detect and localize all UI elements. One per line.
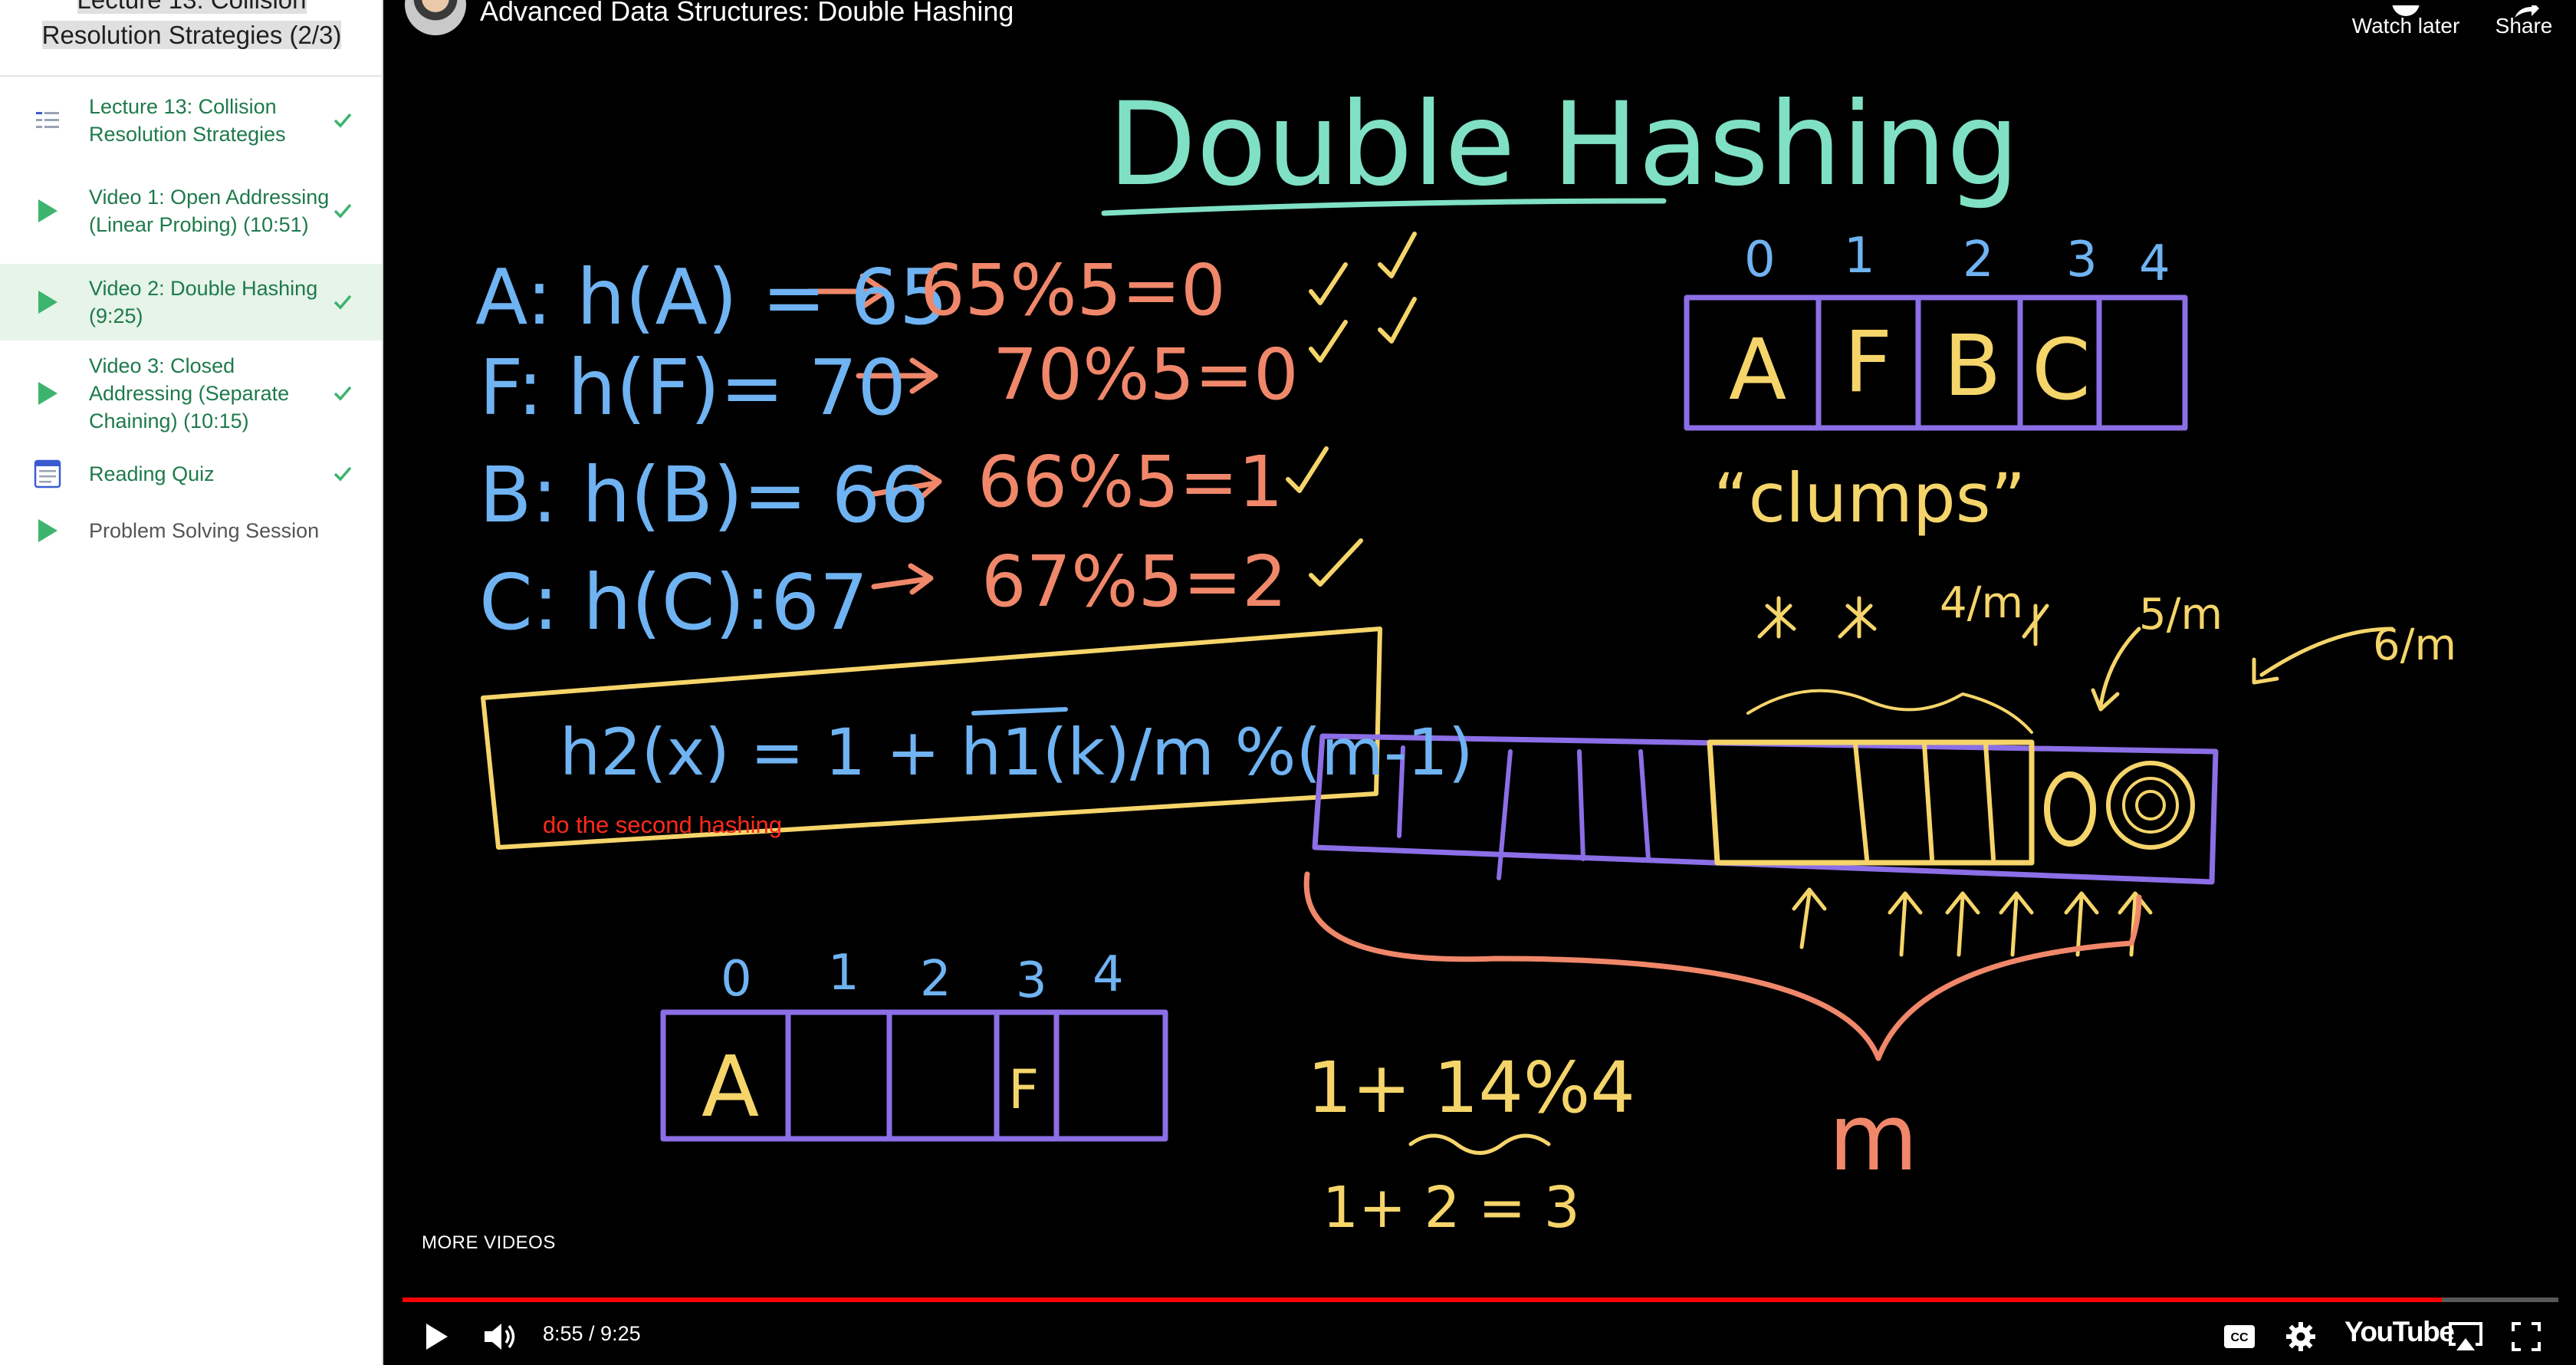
bottom-table-index-0: 0: [721, 951, 752, 1008]
top-table-index-4: 4: [2139, 235, 2170, 292]
sidebar-item-lecture-reading[interactable]: Lecture 13: Collision Resolution Strateg…: [0, 86, 382, 155]
play-icon: [32, 196, 63, 226]
checkmark-icon: [330, 198, 356, 224]
sidebar-item-label: Lecture 13: Collision Resolution Strateg…: [89, 95, 286, 146]
whiteboard-line-b-right: 66%5=1: [978, 441, 1283, 523]
hash-formula: h2(x) = 1 + h1(k)/m %(m-1): [560, 715, 1474, 790]
youtube-logo[interactable]: YouTube: [2344, 1316, 2455, 1347]
checkmark-icon: [330, 107, 356, 133]
airplay-icon: [2449, 1322, 2482, 1350]
bottom-table-cell-0: A: [702, 1038, 759, 1136]
airplay-button[interactable]: [2446, 1317, 2486, 1356]
clumps-label: “clumps”: [1714, 459, 2026, 538]
sidebar-item-video-3[interactable]: Video 3: Closed Addressing (Separate Cha…: [0, 347, 382, 440]
share-arrow-icon: [2486, 0, 2562, 18]
top-table-cell-2: B: [1944, 317, 2001, 415]
share-button[interactable]: Share: [2486, 0, 2562, 38]
lesson-title-line2: Resolution Strategies (2/3): [41, 21, 342, 49]
top-table-cell-1: F: [1844, 313, 1892, 411]
whiteboard-heading: Double Hashing: [1108, 78, 2019, 212]
volume-button[interactable]: [481, 1317, 520, 1356]
fullscreen-icon: [2512, 1322, 2541, 1351]
play-icon: [32, 287, 63, 317]
top-table-index-2: 2: [1963, 232, 1994, 288]
top-table-index-3: 3: [2066, 232, 2098, 288]
sidebar-item-label: Video 2: Double Hashing (9:25): [89, 277, 318, 327]
progress-fill: [402, 1298, 2443, 1302]
video-player[interactable]: Double Hashing A: h(A) = 65 65%5=0 F: h(…: [383, 0, 2576, 1365]
captions-button[interactable]: CC: [2220, 1319, 2259, 1354]
calc-line-1: 1+ 14%4: [1307, 1047, 1635, 1129]
fraction-6-m: 6/m: [2373, 620, 2456, 670]
video-title[interactable]: Advanced Data Structures: Double Hashing: [480, 0, 1014, 27]
whiteboard-line-c-left: C: h(C):67: [479, 558, 868, 647]
top-table-cell-3: C: [2032, 321, 2091, 419]
whiteboard-line-c-right: 67%5=2: [981, 541, 1287, 623]
play-button[interactable]: [417, 1317, 455, 1356]
fullscreen-button[interactable]: [2507, 1317, 2545, 1356]
player-controls: 8:55 / 9:25 CC YouTube: [383, 1308, 2576, 1365]
bottom-table-index-1: 1: [828, 945, 859, 1002]
share-label: Share: [2495, 14, 2553, 38]
more-videos-button[interactable]: MORE VIDEOS: [422, 1232, 556, 1253]
settings-button[interactable]: [2282, 1317, 2320, 1356]
whiteboard-video-frame: Double Hashing A: h(A) = 65 65%5=0 F: h(…: [475, 78, 2456, 1241]
whiteboard-line-a-right: 65%5=0: [920, 249, 1226, 331]
cc-icon: CC: [2224, 1325, 2255, 1348]
course-sidebar: Lecture 13: Collision Resolution Strateg…: [0, 0, 383, 1365]
bottom-table-index-4: 4: [1092, 946, 1124, 1003]
gear-icon: [2286, 1322, 2315, 1351]
lesson-title-line1: Lecture 13: Collision: [77, 0, 307, 14]
whiteboard-line-f-right: 70%5=0: [993, 334, 1299, 416]
checkmark-icon: [330, 289, 356, 315]
quiz-icon: [32, 459, 63, 489]
sidebar-item-reading-quiz[interactable]: Reading Quiz: [0, 449, 382, 498]
sidebar-item-label: Reading Quiz: [89, 462, 215, 485]
time-display: 8:55 / 9:25: [543, 1322, 641, 1345]
lesson-header: Lecture 13: Collision Resolution Strateg…: [0, 0, 383, 77]
whiteboard-line-f-left: F: h(F)= 70: [479, 343, 906, 433]
sidebar-item-label: Video 1: Open Addressing (Linear Probing…: [89, 186, 330, 236]
watch-later-button[interactable]: Watch later: [2344, 0, 2467, 38]
bottom-table-index-2: 2: [920, 951, 951, 1008]
svg-text:CC: CC: [2230, 1331, 2249, 1344]
top-table-index-0: 0: [1744, 232, 1776, 288]
fraction-5-m: 5/m: [2139, 590, 2223, 640]
top-table-index-1: 1: [1844, 228, 1875, 285]
play-icon: [426, 1324, 448, 1350]
caption-text: do the second hashing: [543, 811, 782, 838]
checkmark-icon: [330, 380, 356, 406]
sidebar-item-video-2[interactable]: Video 2: Double Hashing (9:25): [0, 264, 382, 340]
bottom-table-index-3: 3: [1016, 952, 1047, 1009]
play-icon: [32, 515, 63, 546]
video-title-bar: Advanced Data Structures: Double Hashing…: [400, 0, 2552, 54]
sidebar-item-label: Video 3: Closed Addressing (Separate Cha…: [89, 354, 290, 433]
whiteboard-line-b-left: B: h(B)= 66: [479, 450, 929, 540]
sidebar-item-video-1[interactable]: Video 1: Open Addressing (Linear Probing…: [0, 164, 382, 258]
calc-line-2: 1+ 2 = 3: [1322, 1175, 1580, 1241]
volume-icon: [485, 1324, 515, 1350]
progress-bar[interactable]: [402, 1298, 2558, 1302]
watch-later-label: Watch later: [2351, 14, 2460, 38]
sidebar-item-problem-solving[interactable]: Problem Solving Session: [0, 506, 382, 555]
m-label: m: [1829, 1085, 1918, 1192]
channel-avatar[interactable]: [405, 0, 466, 35]
sidebar-item-label: Problem Solving Session: [89, 519, 320, 542]
fraction-4-m: 4/m: [1940, 578, 2023, 628]
bottom-table-cell-3: F: [1008, 1058, 1039, 1121]
top-table-cell-0: A: [1729, 321, 1786, 419]
play-icon: [32, 378, 63, 409]
whiteboard-line-a-left: A: h(A) = 65: [475, 252, 948, 342]
clock-icon: [2344, 0, 2467, 16]
reading-list-icon: [32, 105, 63, 136]
checkmark-icon: [330, 461, 356, 487]
